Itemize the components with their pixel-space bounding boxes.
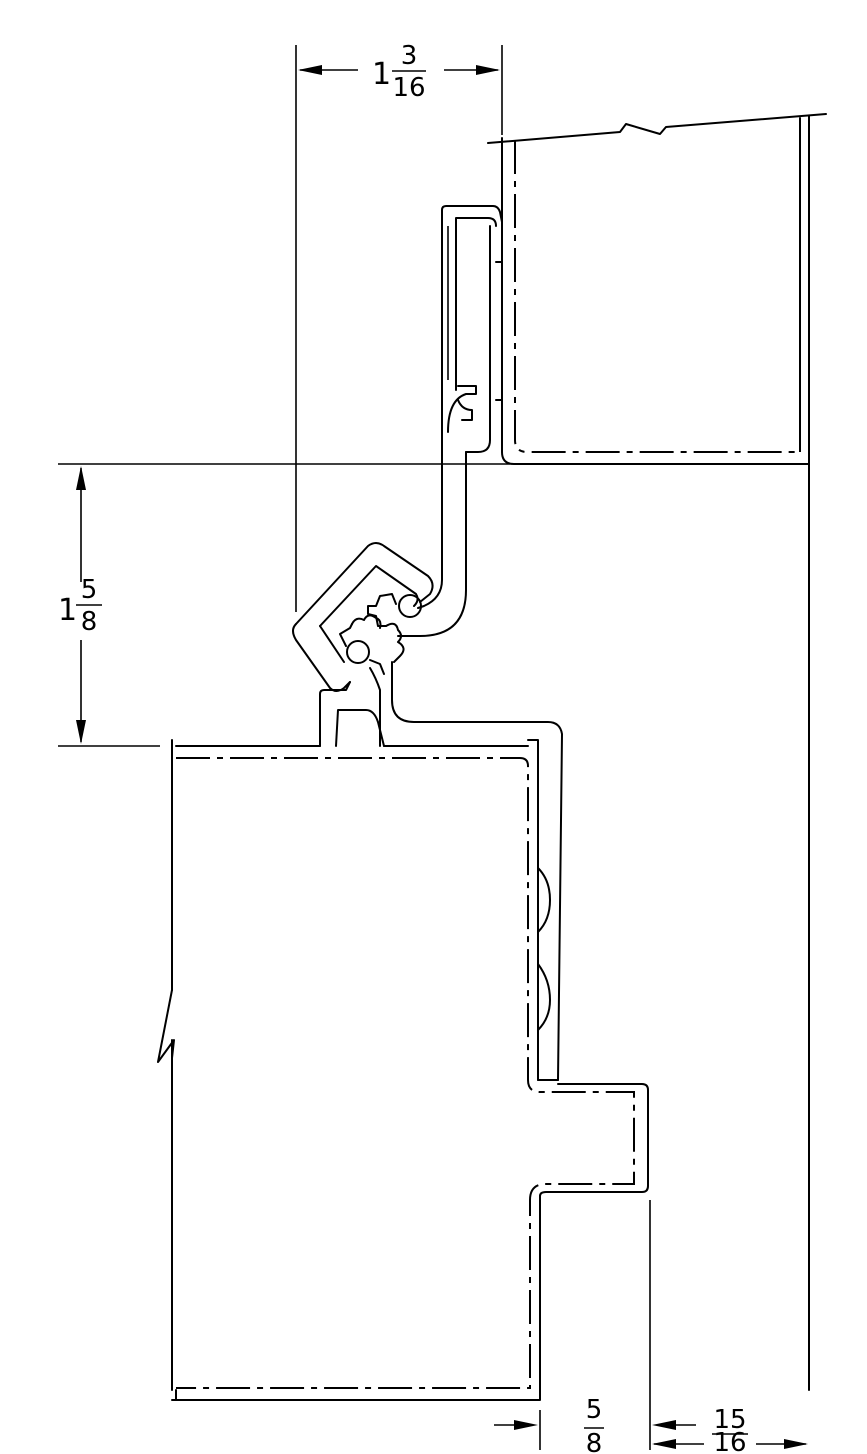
dim-top-den: 16 xyxy=(392,73,425,103)
dimension-top-width: 1 3 16 xyxy=(295,41,503,612)
dim-top-whole: 1 xyxy=(372,57,391,92)
dimension-bottom-right: 15 16 xyxy=(649,1200,808,1454)
dimension-bottom-offset: 5 8 xyxy=(494,1395,604,1454)
dimension-left-height: 1 5 8 xyxy=(58,463,510,747)
lower-frame xyxy=(157,739,649,1401)
dim-bottom-left-num: 5 xyxy=(586,1395,603,1425)
dim-top-num: 3 xyxy=(401,41,418,71)
hinge-knuckle xyxy=(292,542,563,1081)
dim-bottom-left-den: 8 xyxy=(586,1429,603,1454)
dim-bottom-right-den: 16 xyxy=(713,1428,746,1454)
upper-hinge-leaf xyxy=(397,205,503,637)
dim-left-whole: 1 xyxy=(58,593,77,628)
dim-left-den: 8 xyxy=(81,607,98,637)
upper-door-leaf xyxy=(487,113,827,1391)
dim-bottom-right-num: 15 xyxy=(713,1405,746,1435)
dim-left-num: 5 xyxy=(81,575,98,605)
